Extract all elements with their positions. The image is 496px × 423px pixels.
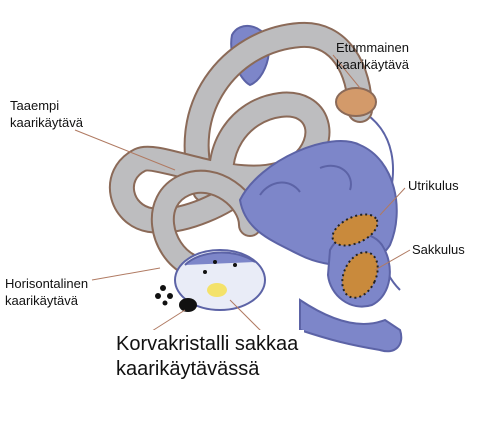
label-anterior-canal: Etummainen kaarikäytävä: [336, 40, 409, 73]
cupula-highlight: [207, 283, 227, 297]
label-posterior-canal: Taaempi kaarikäytävä: [10, 98, 83, 131]
label-saccule: Sakkulus: [412, 242, 465, 259]
label-utricle: Utrikulus: [408, 178, 459, 195]
anterior-ampulla: [336, 88, 376, 116]
caption: Korvakristalli sakkaa kaarikäytävässä: [112, 330, 304, 386]
label-horizontal-canal: Horisontalinen kaarikäytävä: [5, 276, 88, 309]
cochlear-duct: [300, 300, 401, 351]
